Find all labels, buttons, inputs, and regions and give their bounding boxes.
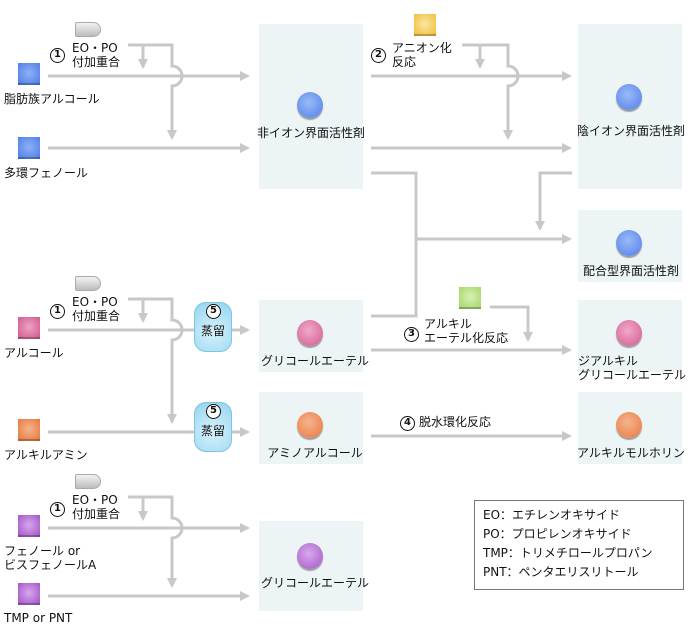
alkyl-label: アルキル	[424, 317, 472, 331]
phenol-label: フェノール or	[4, 544, 81, 558]
step-3-badge: 3	[404, 327, 419, 342]
step-1-badge: 1	[50, 48, 65, 63]
distillation-step-1: 5 蒸留	[194, 302, 232, 352]
fatty-alcohol-icon	[18, 63, 40, 85]
distillation-step-2: 5 蒸留	[194, 402, 232, 452]
arrow-eopo3-branch	[128, 495, 184, 588]
formulated-surfactant-icon	[616, 230, 642, 256]
arrow-alkyl-down	[490, 305, 533, 342]
legend-tmp: TMP：トリメチロールプロパン	[483, 546, 653, 560]
eo-po-label: EO・PO	[72, 41, 118, 55]
anionic-surfactant-label: 陰イオン界面活性剤	[576, 124, 685, 138]
arrow-eopo-branch	[128, 43, 184, 140]
alkylmorpholine-icon	[616, 412, 642, 438]
glycol-ether-icon	[297, 320, 323, 346]
aminoalcohol-icon	[297, 412, 323, 438]
abbreviation-legend: EO：エチレンオキサイド PO：プロピレンオキサイド TMP：トリメチロールプロ…	[474, 500, 684, 590]
line-to-formulated	[371, 171, 418, 318]
polycyclic-phenol-icon	[18, 137, 40, 159]
reaction-label: 反応	[392, 55, 417, 69]
nonionic-surfactant-label: 非イオン界面活性剤	[256, 126, 365, 140]
step-1-badge-2: 1	[50, 304, 65, 319]
distillation-label-2: 蒸留	[200, 424, 225, 438]
alkyl-reagent-icon	[459, 287, 481, 309]
eo-po-label-3: EO・PO	[72, 493, 118, 507]
step-5-badge-2: 5	[206, 404, 221, 419]
step-1-badge-3: 1	[50, 502, 65, 517]
eo-po-label-2: EO・PO	[72, 295, 118, 309]
addition-polymerization-label: 付加重合	[72, 55, 121, 69]
dialkyl-glycol-ether-icon	[616, 320, 642, 346]
eo-po-reagent-icon-2	[75, 276, 101, 291]
arrow-eopo2-branch	[128, 297, 184, 424]
formulated-surfactant-label: 配合型界面活性剤	[582, 264, 679, 278]
dialkyl-label: ジアルキル	[578, 354, 638, 368]
addition-polymerization-label-2: 付加重合	[72, 309, 121, 323]
legend-eo: EO：エチレンオキサイド	[483, 508, 621, 522]
nonionic-surfactant-icon	[297, 92, 323, 118]
eo-po-reagent-icon-3	[75, 474, 101, 489]
arrow-anionic-to-formulated	[535, 171, 572, 231]
step-2-badge: 2	[371, 48, 386, 63]
glycol-ether-icon-2	[297, 543, 323, 569]
alcohol-icon	[18, 317, 40, 339]
alkylmorpholine-label: アルキルモルホリン	[577, 446, 685, 460]
step-5-badge: 5	[206, 304, 221, 319]
anionization-label: アニオン化	[392, 41, 452, 55]
arrow-anion-branch	[462, 43, 520, 140]
addition-polymerization-label-3: 付加重合	[72, 507, 121, 521]
legend-pnt: PNT：ペンタエリスリトール	[483, 565, 639, 579]
dialkyl-glycol-ether-label: グリコールエーテル	[578, 368, 687, 382]
legend-po: PO：プロピレンオキサイド	[483, 527, 632, 541]
distillation-label: 蒸留	[200, 324, 225, 338]
alcohol-label: アルコール	[4, 346, 64, 360]
alkyl-etherification-label: エーテル化反応	[424, 331, 509, 345]
anionic-surfactant-icon	[616, 84, 642, 110]
step-4-badge: 4	[400, 416, 415, 431]
eo-po-reagent-icon	[75, 22, 101, 37]
polycyclic-phenol-label: 多環フェノール	[4, 166, 89, 180]
alkylamine-icon	[18, 419, 40, 441]
anion-reagent-icon	[414, 14, 436, 36]
fatty-alcohol-label: 脂肪族アルコール	[4, 92, 100, 106]
bisphenol-label: ビスフェノールA	[4, 558, 97, 572]
tmp-pnt-icon	[18, 583, 40, 605]
dehydration-cyclization-label: 脱水環化反応	[419, 415, 492, 429]
phenol-icon	[18, 515, 40, 537]
alkylamine-label: アルキルアミン	[4, 448, 88, 462]
glycol-ether-label: グリコールエーテル	[260, 354, 369, 368]
glycol-ether-label-2: グリコールエーテル	[260, 576, 369, 590]
aminoalcohol-label: アミノアルコール	[267, 446, 363, 460]
tmp-pnt-label: TMP or PNT	[4, 611, 73, 625]
